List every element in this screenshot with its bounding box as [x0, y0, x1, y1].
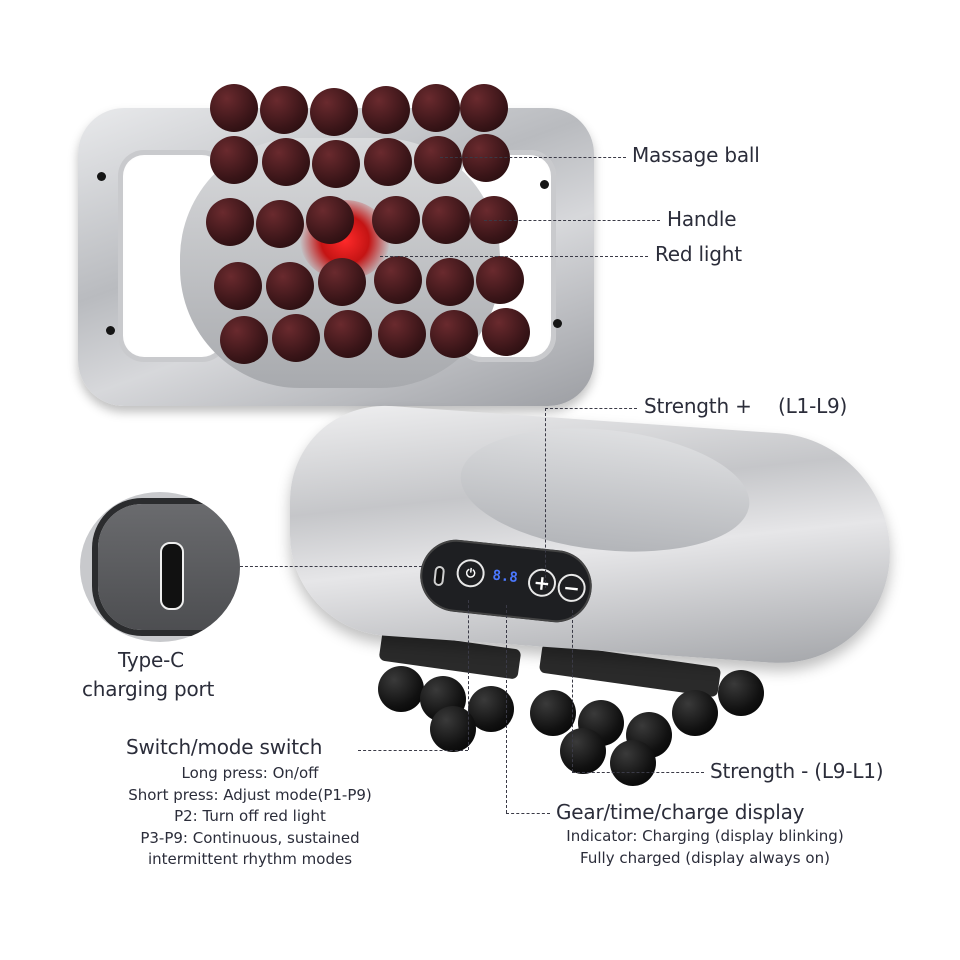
leader-line-type-c: [240, 566, 422, 567]
strength-minus-button[interactable]: −: [556, 572, 588, 604]
switch-line: P2: Turn off red light: [174, 807, 326, 825]
plus-icon: +: [532, 569, 552, 596]
switch-line: P3-P9: Continuous, sustained: [140, 828, 360, 847]
strength-plus-button[interactable]: +: [526, 567, 558, 599]
leader-line-switch-h: [358, 750, 468, 751]
minus-icon: −: [562, 575, 582, 601]
display-description: Indicator: Charging (display blinking) F…: [540, 826, 870, 869]
leader-line-red-light: [380, 256, 648, 257]
type-c-port-icon: [160, 542, 184, 610]
leader-line-strength-minus-h: [572, 772, 704, 773]
switch-line: intermittent rhythm modes: [147, 850, 353, 868]
display-line: Indicator: Charging (display blinking): [566, 827, 844, 845]
label-massage-ball: Massage ball: [632, 143, 760, 167]
screw: [106, 326, 115, 335]
label-strength-minus: Strength - (L9-L1): [710, 759, 884, 783]
label-switch-mode: Switch/mode switch: [126, 735, 323, 759]
leader-line-strength-plus-v: [545, 408, 546, 588]
label-display: Gear/time/charge display: [556, 800, 805, 824]
leader-line-strength-plus-h: [545, 408, 637, 409]
leader-line-switch-v: [468, 600, 469, 750]
label-red-light: Red light: [655, 242, 742, 266]
label-strength-plus-range: (L1-L9): [778, 394, 848, 418]
screw: [540, 180, 549, 189]
label-strength-plus: Strength +: [644, 394, 752, 418]
switch-description: Long press: On/off Short press: Adjust m…: [100, 763, 400, 871]
power-icon: ⏻: [465, 565, 477, 581]
usb-c-port: [433, 565, 446, 587]
type-c-port-closeup: [80, 492, 240, 642]
leader-line-display-h: [506, 813, 550, 814]
display-line: Fully charged (display always on): [580, 848, 830, 867]
label-charging-port: charging port: [82, 677, 215, 701]
switch-line: Short press: Adjust mode(P1-P9): [128, 785, 372, 804]
screw: [97, 172, 106, 181]
led-display: 8.8: [491, 567, 519, 587]
label-type-c: Type-C: [118, 648, 184, 672]
leader-line-handle: [484, 220, 660, 221]
leader-line-display-v: [506, 605, 507, 813]
leader-line-massage-ball: [440, 157, 626, 158]
switch-line: Long press: On/off: [181, 764, 319, 782]
label-handle: Handle: [667, 207, 737, 231]
mode-switch-button[interactable]: ⏻: [455, 557, 487, 589]
screw: [553, 319, 562, 328]
leader-line-strength-minus-v: [572, 610, 573, 772]
